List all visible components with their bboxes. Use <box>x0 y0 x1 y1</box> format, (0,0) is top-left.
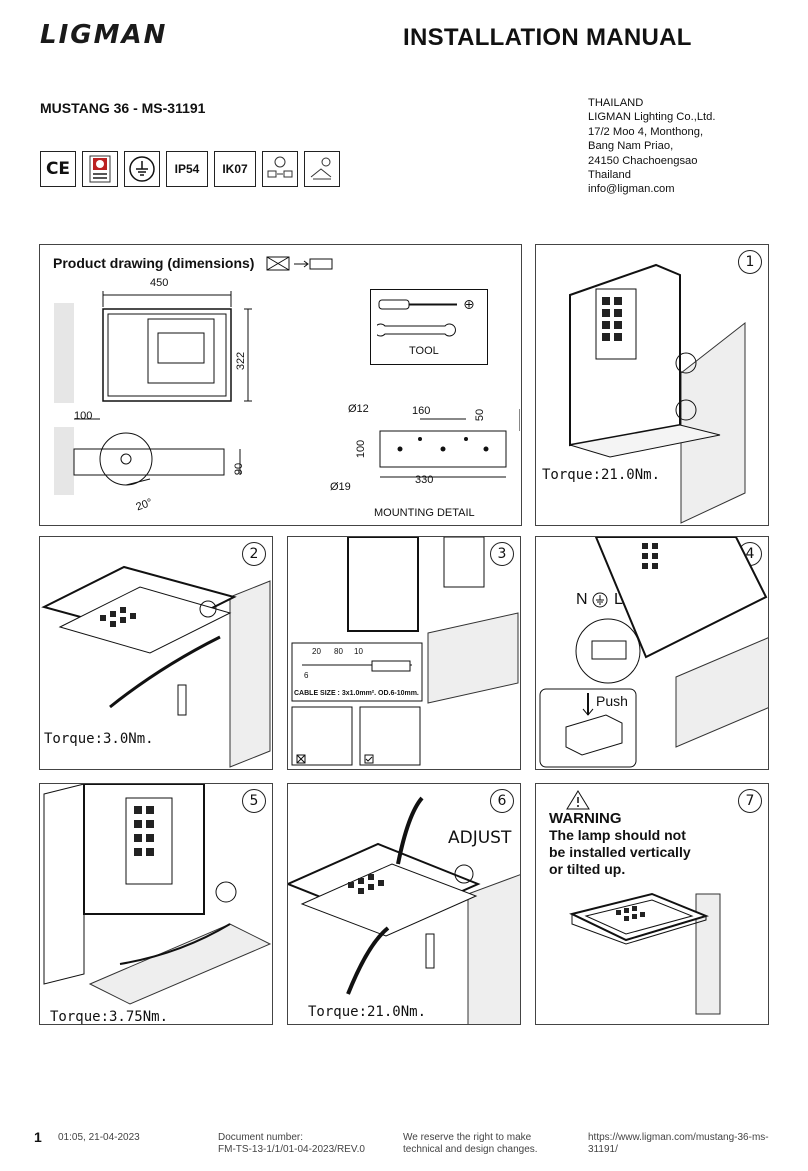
recycle-icon <box>304 151 340 187</box>
hole-small-dim: Ø12 <box>348 403 369 415</box>
warning-icon <box>566 790 590 810</box>
warning-text: The lamp should not be installed vertica… <box>549 827 691 878</box>
step-4-panel: 4 N L Push <box>535 536 769 770</box>
ground-class-icon <box>124 151 160 187</box>
disclaimer-line: We reserve the right to make <box>403 1132 532 1143</box>
address-line: 24150 Chachoengsao <box>588 154 698 167</box>
wire-neutral-label: N <box>576 591 588 608</box>
mount-direction-icon <box>266 256 333 271</box>
warning-text-line: or tilted up. <box>549 861 626 877</box>
warning-text-line: The lamp should not <box>549 827 686 843</box>
step-6-torque: Torque:21.0Nm. <box>306 1004 429 1020</box>
step-number: 7 <box>738 789 762 813</box>
step-1-panel: 1 Torque:21.0Nm. <box>535 244 769 526</box>
step-7-panel: 7 WARNING The lamp should not be install… <box>535 783 769 1025</box>
product-name: MUSTANG 36 - MS-31191 <box>40 100 206 116</box>
address-line: 17/2 Moo 4, Monthong, <box>588 125 704 138</box>
doc-number-value: FM-TS-13-1/1/01-04-2023/REV.0 <box>218 1144 365 1155</box>
ground-icon <box>592 592 608 608</box>
step-5-panel: 5 Torque:3.75Nm. <box>39 783 273 1025</box>
footer-url-link[interactable]: https://www.ligman.com/mustang-36-ms- 31… <box>588 1132 769 1156</box>
step-5-torque: Torque:3.75Nm. <box>48 1009 171 1025</box>
warning-text-line: be installed vertically <box>549 844 691 860</box>
front-view-drawing <box>54 291 252 495</box>
url-line[interactable]: https://www.ligman.com/mustang-36-ms- <box>588 1132 769 1143</box>
company-address: THAILAND LIGMAN Lighting Co.,Ltd. 17/2 M… <box>588 96 715 197</box>
no-pollution-icon <box>262 151 298 187</box>
ip-rating-badge: IP54 <box>166 151 208 187</box>
push-label: Push <box>596 693 628 709</box>
mounting-detail-label: MOUNTING DETAIL <box>374 507 475 519</box>
cable-dim-2: 80 <box>334 647 343 656</box>
cable-dim-inner: 6 <box>304 671 309 680</box>
dimension-side-offset: 100 <box>74 410 93 422</box>
step-2-torque: Torque:3.0Nm. <box>42 731 156 747</box>
dimension-side-height: 90 <box>233 462 246 476</box>
address-email: info@ligman.com <box>588 183 675 196</box>
certification-row: CE IP54 IK07 <box>40 151 340 187</box>
step-7-illustration <box>569 892 721 1015</box>
step-number: 3 <box>490 542 514 566</box>
page-number: 1 <box>34 1129 42 1145</box>
cable-dim-1: 20 <box>312 647 321 656</box>
spacing-top-dim: 160 <box>412 405 431 417</box>
ligman-logo: LIGMAN <box>40 20 168 50</box>
fire-safety-icon <box>82 151 118 187</box>
document-title: INSTALLATION MANUAL <box>403 24 692 51</box>
tool-label: TOOL <box>409 345 439 357</box>
product-drawing-panel: Product drawing (dimensions) 450 322 100… <box>39 244 522 526</box>
wire-live-label: L <box>614 591 623 608</box>
product-drawing-title: Product drawing (dimensions) <box>53 255 255 271</box>
step-1-illustration <box>569 263 746 524</box>
step-6-panel: 6 ADJUST Torque:21.0Nm. <box>287 783 521 1025</box>
address-line: Thailand <box>588 169 631 182</box>
spacing-total-dim: 330 <box>415 474 434 486</box>
step-2-illustration <box>41 565 271 768</box>
step-3-panel: 3 20 80 10 6 CABLE SIZE : 3x1.0mm². OD.6… <box>287 536 521 770</box>
footer-document-number: Document number: FM-TS-13-1/1/01-04-2023… <box>218 1132 365 1156</box>
step-5-illustration <box>43 784 272 1005</box>
warning-title: WARNING <box>549 810 622 827</box>
doc-number-label: Document number: <box>218 1132 304 1143</box>
adjust-label: ADJUST <box>448 828 512 848</box>
step-2-panel: 2 Torque:3.0Nm. <box>39 536 273 770</box>
tool-box: TOOL <box>370 289 488 365</box>
screwdriver-wrench-icon <box>377 299 474 337</box>
address-line: LIGMAN Lighting Co.,Ltd. <box>588 111 716 124</box>
step-number: 1 <box>738 250 762 274</box>
mounting-detail-drawing <box>379 409 520 478</box>
ik-rating-badge: IK07 <box>214 151 256 187</box>
footer-timestamp: 01:05, 21-04-2023 <box>58 1132 140 1143</box>
dimension-height: 322 <box>235 351 248 371</box>
footer-disclaimer: We reserve the right to make technical a… <box>403 1132 538 1156</box>
address-line: THAILAND <box>588 97 644 109</box>
step-4-illustration <box>539 537 768 768</box>
step-3-illustration <box>291 537 519 766</box>
url-line[interactable]: 31191/ <box>588 1144 618 1155</box>
step-6-illustration <box>288 796 520 1024</box>
disclaimer-line: technical and design changes. <box>403 1144 538 1155</box>
dimension-width: 450 <box>150 277 169 289</box>
step-number: 6 <box>490 789 514 813</box>
step-1-torque: Torque:21.0Nm. <box>540 467 663 483</box>
cable-size-label: CABLE SIZE : 3x1.0mm². OD.6-10mm. <box>294 690 419 697</box>
step-number: 5 <box>242 789 266 813</box>
step-number: 2 <box>242 542 266 566</box>
hole-large-dim: Ø19 <box>330 481 351 493</box>
cable-dim-3: 10 <box>354 647 363 656</box>
ce-mark-icon: CE <box>40 151 76 187</box>
side-right-dim: 50 <box>474 408 487 422</box>
address-line: Bang Nam Priao, <box>588 140 674 153</box>
side-left-dim: 100 <box>355 439 368 459</box>
